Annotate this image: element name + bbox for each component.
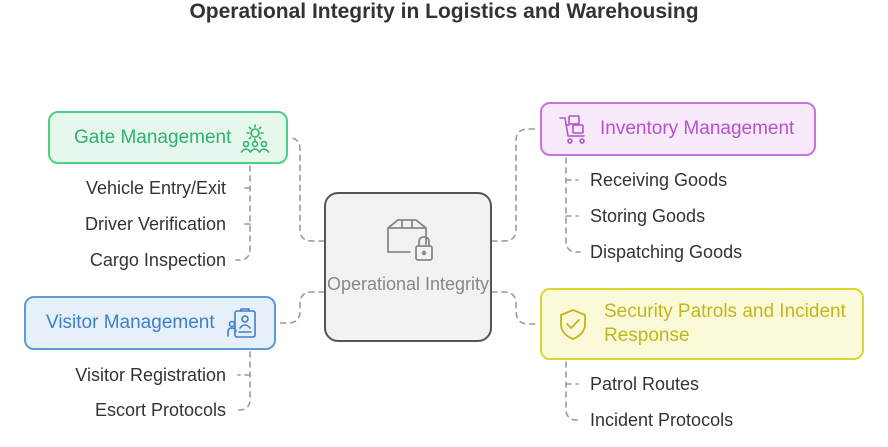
visitor-management-label: Visitor Management — [46, 312, 215, 333]
cart-icon — [559, 115, 585, 144]
shield-check-icon — [560, 309, 586, 340]
inventory-management-node: Inventory Management — [540, 102, 816, 156]
security-item-patrol-routes: Patrol Routes — [590, 374, 700, 394]
gate-item-driver: Driver Verification — [84, 214, 226, 234]
security-item-incident-protocols: Incident Protocols — [590, 410, 734, 430]
inventory-item-dispatching: Dispatching Goods — [590, 242, 743, 262]
inventory-management-label: Inventory Management — [600, 118, 795, 139]
connector-security — [491, 291, 539, 325]
inventory-item-storing: Storing Goods — [590, 206, 706, 226]
security-patrols-node: Security Patrols and Incident Response — [540, 288, 864, 360]
gate-item-cargo: Cargo Inspection — [89, 250, 226, 270]
visitor-item-registration: Visitor Registration — [75, 365, 226, 385]
gate-management-node: Gate Management — [48, 111, 288, 164]
connector-gate-items — [235, 165, 251, 261]
security-patrols-label: Security Patrols and Incident Response — [604, 301, 846, 346]
visitor-badge-icon — [227, 308, 256, 338]
box-lock-icon — [387, 219, 433, 261]
connector-inventory — [491, 128, 539, 242]
connector-visitor-items — [235, 351, 251, 411]
connector-gate — [289, 137, 325, 242]
gate-management-label: Gate Management — [74, 126, 232, 148]
gear-people-icon — [240, 123, 270, 153]
visitor-management-node: Visitor Management — [24, 296, 276, 350]
connector-inventory-items — [565, 157, 581, 253]
inventory-item-receiving: Receiving Goods — [590, 170, 728, 190]
gate-item-vehicle: Vehicle Entry/Exit — [85, 178, 226, 198]
diagram-title: Operational Integrity in Logistics and W… — [189, 0, 699, 23]
center-node: Operational Integrity — [324, 192, 492, 342]
center-label: Operational Integrity — [326, 274, 490, 294]
visitor-item-escort: Escort Protocols — [94, 400, 226, 420]
connector-visitor — [277, 291, 325, 324]
connector-security-items — [565, 361, 581, 421]
